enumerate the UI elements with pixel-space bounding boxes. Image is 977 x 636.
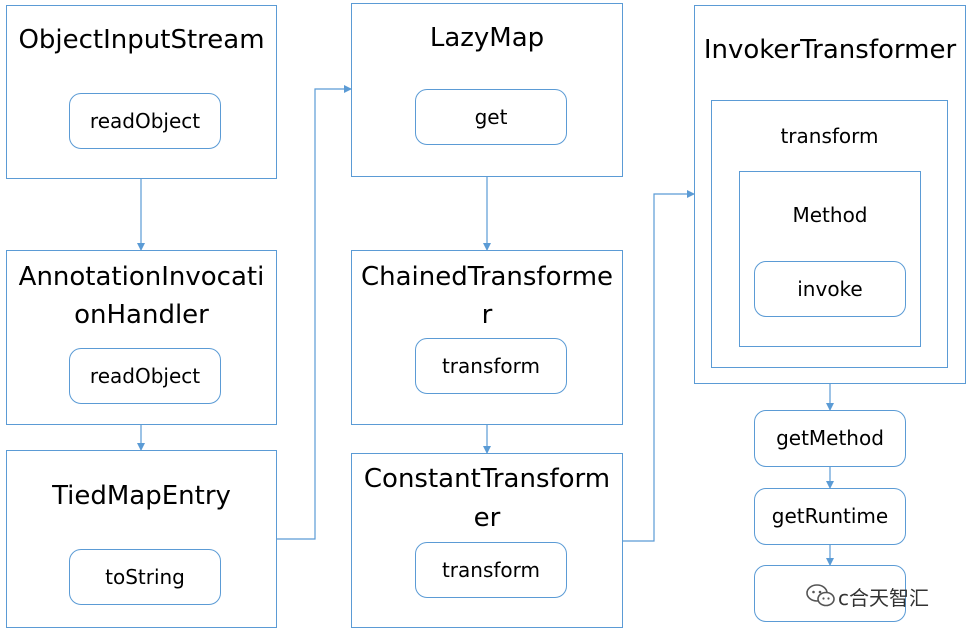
node-annotation-invocation-handler: AnnotationInvocati onHandler readObject <box>6 250 277 425</box>
watermark-text: c合天智汇 <box>838 585 929 610</box>
node-chained-transformer: ChainedTransforme r transform <box>351 250 623 425</box>
method-read-object: readObject <box>69 93 221 149</box>
arrow-tme-to-lazymap <box>277 85 352 540</box>
transform-block: transform Method invoke <box>711 100 948 368</box>
node-title: InvokerTransformer <box>703 35 957 65</box>
method-invoke: invoke <box>754 261 906 317</box>
node-title-line-1: AnnotationInvocati <box>18 262 265 292</box>
node-object-input-stream: ObjectInputStream readObject <box>6 5 277 179</box>
node-title-line-2: er <box>473 503 501 533</box>
arrow-constant-to-invoker <box>623 190 695 542</box>
watermark: c合天智汇 <box>806 580 929 612</box>
node-title-line-2: onHandler <box>74 300 209 330</box>
method-get: get <box>415 89 567 145</box>
method-label: Method <box>792 203 868 227</box>
method-block: Method invoke <box>739 171 921 347</box>
method-read-object: readObject <box>69 348 221 404</box>
node-title: LazyMap <box>429 23 545 53</box>
step-get-method: getMethod <box>754 410 906 467</box>
node-title: ObjectInputStream <box>18 25 265 55</box>
method-transform: transform <box>415 338 567 394</box>
method-to-string: toString <box>69 549 221 605</box>
node-title-line-1: ChainedTransforme <box>360 262 614 292</box>
step-exec <box>754 565 906 622</box>
node-lazy-map: LazyMap get <box>351 3 623 177</box>
node-constant-transformer: ConstantTransform er transform <box>351 453 623 628</box>
node-title-line-1: ConstantTransform <box>363 464 611 494</box>
method-transform: transform <box>415 542 567 598</box>
step-get-runtime: getRuntime <box>754 488 906 545</box>
wechat-icon <box>806 584 835 607</box>
transform-label: transform <box>780 124 879 148</box>
node-title-line-2: r <box>481 300 493 330</box>
node-invoker-transformer: InvokerTransformer transform Method invo… <box>694 5 966 384</box>
node-tied-map-entry: TiedMapEntry toString <box>6 450 277 628</box>
node-title: TiedMapEntry <box>52 481 231 511</box>
